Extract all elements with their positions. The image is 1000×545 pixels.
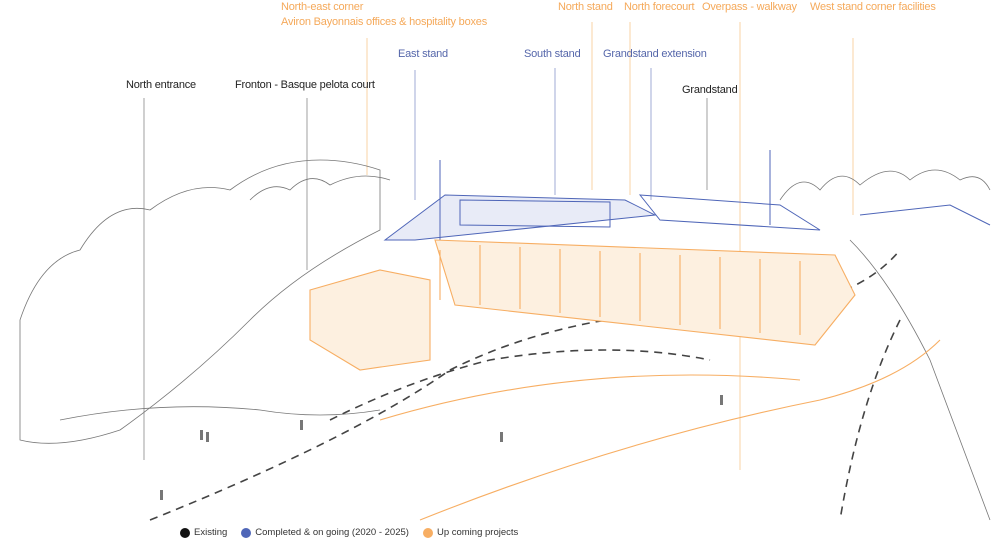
trees-existing	[19, 159, 991, 521]
legend-dot-completed	[241, 527, 252, 538]
legend: Existing Completed & on going (2020 - 20…	[180, 527, 518, 538]
legend-label: Up coming projects	[436, 527, 519, 538]
label-east-stand: East stand	[398, 48, 448, 60]
paths-dashed	[149, 249, 901, 521]
blue-stands	[383, 150, 991, 241]
label-grandstand: Grandstand	[682, 84, 738, 96]
legend-item-upcoming: Up coming projects	[422, 527, 519, 538]
label-fronton: Fronton - Basque pelota court	[235, 79, 375, 91]
leader-lines	[143, 22, 854, 470]
legend-item-existing: Existing	[180, 527, 227, 538]
label-west-stand: West stand corner facilities	[810, 1, 936, 13]
label-aviron-offices: Aviron Bayonnais offices & hospitality b…	[281, 16, 488, 28]
legend-label: Existing	[194, 527, 228, 538]
legend-label: Completed & on going (2020 - 2025)	[255, 527, 409, 538]
orange-projects	[309, 239, 941, 521]
legend-dot-existing	[180, 527, 190, 538]
label-overpass: Overpass - walkway	[702, 1, 797, 13]
label-northeast-corner: North-east corner	[281, 1, 364, 13]
legend-dot-upcoming	[422, 527, 433, 538]
people-figures	[160, 395, 723, 500]
label-north-forecourt: North forecourt	[624, 1, 695, 13]
label-south-stand: South stand	[524, 48, 581, 60]
label-grandstand-extension: Grandstand extension	[603, 48, 707, 60]
label-north-entrance: North entrance	[126, 79, 196, 91]
label-north-stand: North stand	[558, 1, 613, 13]
legend-item-completed: Completed & on going (2020 - 2025)	[241, 527, 409, 538]
